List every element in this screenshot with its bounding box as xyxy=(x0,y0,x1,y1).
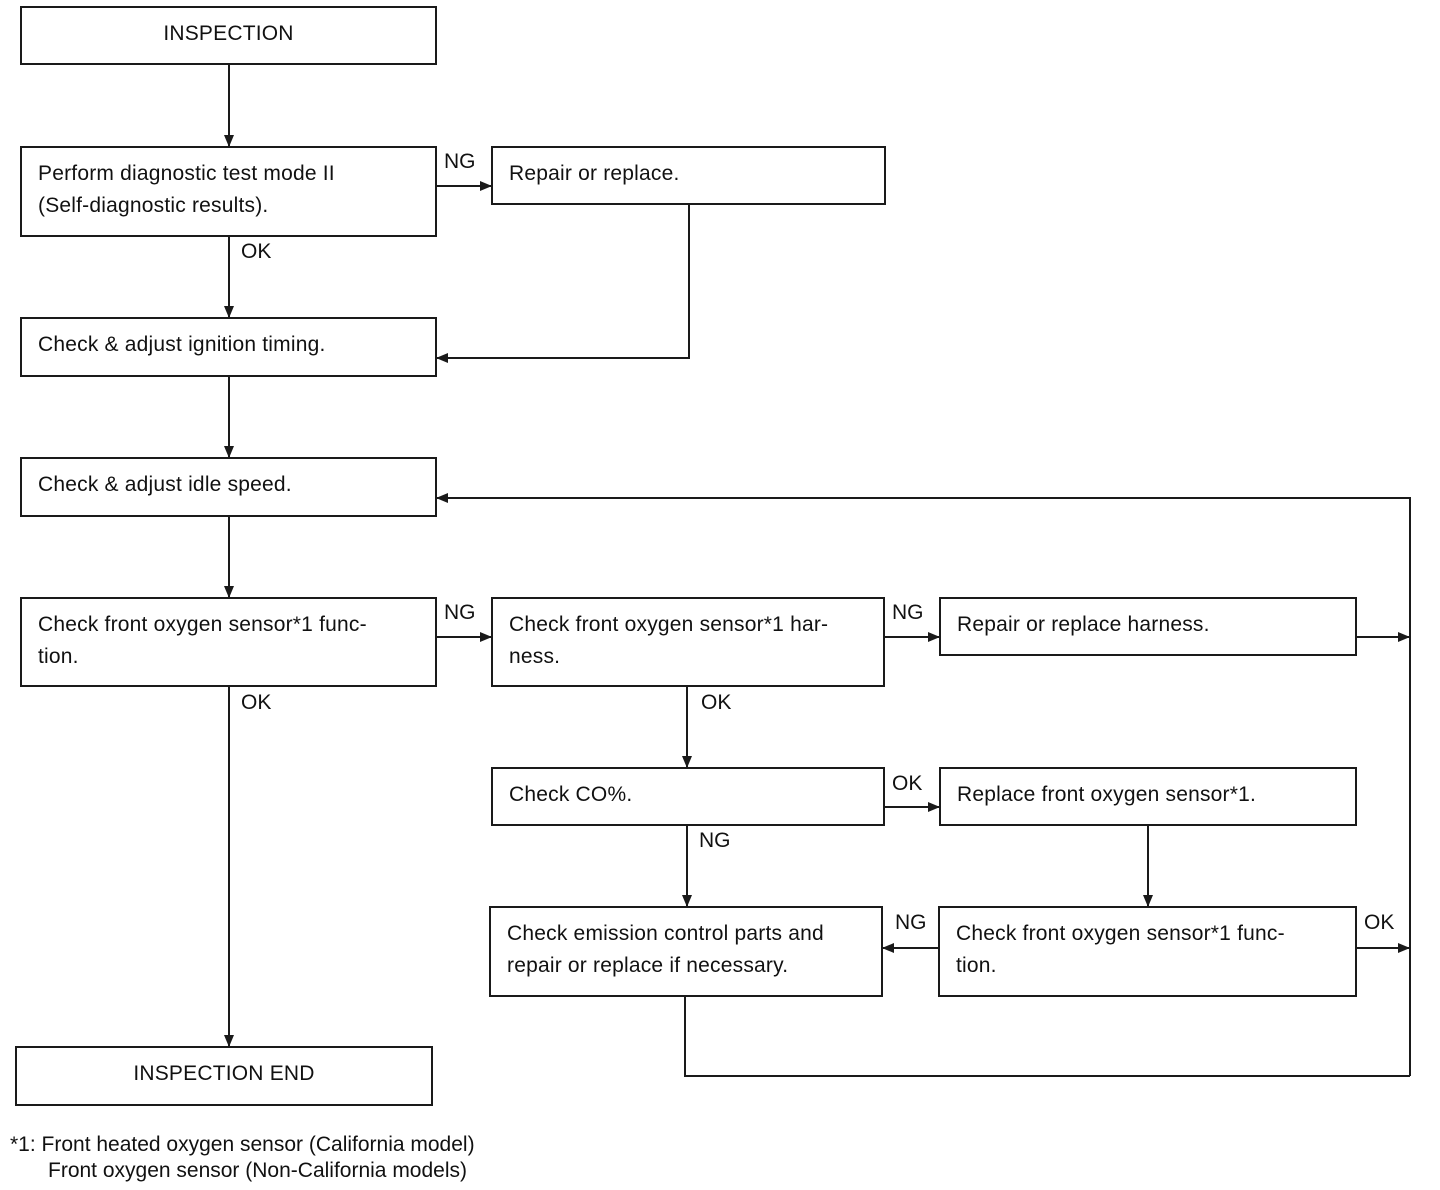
diagnostic-test-box: Perform diagnostic test mode II (Self-di… xyxy=(20,146,437,237)
diagnostic-test-line2: (Self-diagnostic results). xyxy=(38,194,269,217)
ng-label-co: NG xyxy=(699,829,731,852)
o2-sensor-harness-box: Check front oxygen sensor*1 har- ness. xyxy=(491,597,885,687)
ignition-timing-text: Check & adjust ignition timing. xyxy=(38,333,326,356)
footnote-line2: Front oxygen sensor (Non-California mode… xyxy=(48,1159,468,1182)
check-co-text: Check CO%. xyxy=(509,783,633,806)
footnote-line1: *1: Front heated oxygen sensor (Californ… xyxy=(10,1133,475,1156)
idle-speed-text: Check & adjust idle speed. xyxy=(38,473,292,496)
repair-harness-text: Repair or replace harness. xyxy=(957,613,1210,636)
inspection-end-box: INSPECTION END xyxy=(15,1046,433,1106)
line-emission-to-return xyxy=(684,997,1410,1077)
diagnostic-test-line1: Perform diagnostic test mode II xyxy=(38,162,335,185)
arrow-repair-to-ignition xyxy=(436,204,690,363)
inspection-text: INSPECTION xyxy=(163,22,294,45)
emission-control-box: Check emission control parts and repair … xyxy=(489,906,883,997)
o2-sensor-function-line1: Check front oxygen sensor*1 func- xyxy=(38,613,367,636)
emission-control-line2: repair or replace if necessary. xyxy=(507,954,789,977)
o2-sensor-function-box: Check front oxygen sensor*1 func- tion. xyxy=(20,597,437,687)
ng-label-o2-function: NG xyxy=(444,601,476,624)
o2-sensor-function-line2: tion. xyxy=(38,645,79,668)
ng-label-harness: NG xyxy=(892,601,924,624)
o2-sensor-harness-line2: ness. xyxy=(509,645,561,668)
o2-sensor-function-recheck-box: Check front oxygen sensor*1 func- tion. xyxy=(938,906,1357,997)
inspection-box: INSPECTION xyxy=(20,6,437,65)
ok-label-o2-function: OK xyxy=(241,691,272,714)
replace-o2-sensor-box: Replace front oxygen sensor*1. xyxy=(939,767,1357,826)
replace-o2-sensor-text: Replace front oxygen sensor*1. xyxy=(957,783,1257,806)
return-line-to-idle xyxy=(436,493,1411,1076)
repair-or-replace-text: Repair or replace. xyxy=(509,162,680,185)
ok-label-harness: OK xyxy=(701,691,732,714)
ok-label-diagnostic: OK xyxy=(241,240,272,263)
o2-sensor-function-recheck-line1: Check front oxygen sensor*1 func- xyxy=(956,922,1285,945)
repair-harness-box: Repair or replace harness. xyxy=(939,597,1357,656)
ng-label-diagnostic: NG xyxy=(444,150,476,173)
ng-label-o2-recheck: NG xyxy=(895,911,927,934)
o2-sensor-function-recheck-line2: tion. xyxy=(956,954,997,977)
emission-control-line1: Check emission control parts and xyxy=(507,922,824,945)
repair-or-replace-box: Repair or replace. xyxy=(491,146,886,205)
check-co-box: Check CO%. xyxy=(491,767,885,826)
idle-speed-box: Check & adjust idle speed. xyxy=(20,457,437,517)
o2-sensor-harness-line1: Check front oxygen sensor*1 har- xyxy=(509,613,829,636)
ignition-timing-box: Check & adjust ignition timing. xyxy=(20,317,437,377)
ok-label-o2-recheck: OK xyxy=(1364,911,1395,934)
ok-label-co: OK xyxy=(892,772,923,795)
inspection-end-text: INSPECTION END xyxy=(133,1062,315,1085)
